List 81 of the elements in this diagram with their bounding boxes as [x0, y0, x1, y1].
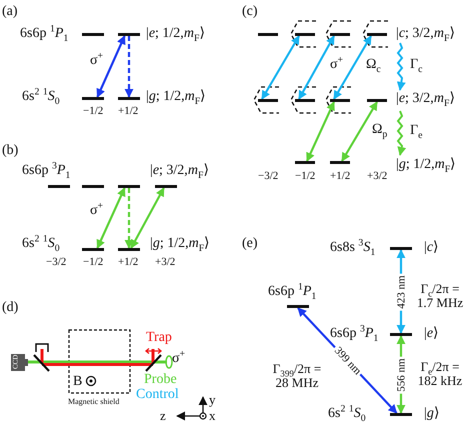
axis-label: z	[160, 409, 166, 424]
arrow	[130, 187, 165, 249]
energy-level-bar	[295, 33, 315, 36]
energy-level-bar	[367, 99, 387, 102]
energy-level-bar	[295, 99, 315, 102]
energy-level-bar	[82, 248, 104, 251]
energy-level-bar	[118, 248, 140, 251]
mf-label: +1/2	[118, 105, 138, 118]
mf-label: −3/2	[258, 170, 278, 182]
panel-label: (b)	[2, 143, 18, 158]
linewidth-label: Γ$_{c}$/2π = 1.7 MHz	[416, 282, 464, 311]
panel-label: (c)	[242, 4, 258, 20]
arrow	[124, 36, 134, 98]
energy-level-bar	[367, 33, 387, 36]
level-label: 6s6p $^{1}$P$_{1}$	[268, 284, 316, 300]
arrow	[306, 101, 335, 162]
arrow	[333, 35, 372, 100]
beam-label: Trap	[146, 330, 172, 346]
level-label: 6s$^{2}$ $^{1}$S$_{0}$	[22, 236, 60, 252]
level-label: 6s$^{2}$ $^{1}$S$_{0}$	[328, 406, 366, 422]
level-label: 6s6p $^{3}$P$_{1}$	[22, 163, 70, 178]
arrow	[341, 101, 378, 162]
beam-label: Probe	[144, 372, 177, 388]
energy-level-bar	[118, 97, 140, 100]
linewidth-label: Γ$_{e}$/2π = 182 kHz	[416, 360, 464, 389]
mf-label: −1/2	[83, 105, 104, 118]
panel-label: (a)	[2, 4, 18, 20]
arrow	[261, 35, 300, 100]
state-label: |e; 3/2,m$_{F}$⟩	[150, 163, 208, 178]
state-label: |e⟩	[424, 326, 438, 342]
arrow	[96, 187, 126, 249]
mf-label: −3/2	[46, 256, 66, 268]
decay-rate-label: Γ$_{e}$	[410, 123, 422, 138]
mf-label: −1/2	[295, 170, 316, 182]
energy-level-bar	[82, 97, 104, 100]
polarization-label: σ$^{+}$	[90, 203, 104, 218]
energy-level-bar	[295, 161, 315, 164]
energy-level-bar	[287, 305, 309, 308]
edge-label: 556 nm	[395, 356, 408, 394]
energy-level-bar	[390, 413, 412, 416]
state-label: |g; 1/2,m$_{F}$⟩	[396, 157, 456, 172]
axis-label: y	[209, 393, 216, 408]
energy-level-bar	[118, 185, 140, 188]
energy-level-bar	[82, 33, 104, 36]
mf-label: +3/2	[367, 170, 388, 182]
polarization-label: σ$^{+}$	[172, 351, 186, 366]
panel-label: (d)	[2, 300, 18, 316]
linewidth-label: Γ$_{399}$/2π = 28 MHz	[272, 362, 322, 391]
mf-label: −1/2	[83, 256, 104, 268]
axis-label: x	[209, 409, 216, 424]
edge-label: 423 nm	[395, 272, 408, 310]
rabi-frequency-label: Ω$_{p}$	[372, 122, 388, 138]
energy-level-bar	[390, 247, 412, 250]
energy-level-bar	[258, 33, 278, 36]
state-label: |c⟩	[424, 240, 438, 256]
level-label: 6s6p $^{3}$P$_{1}$	[330, 326, 378, 342]
mf-label: +1/2	[330, 170, 350, 182]
field-label: B	[73, 374, 82, 390]
shield-label: Magnetic shield	[68, 398, 120, 407]
energy-level-bar	[82, 185, 104, 188]
energy-level-bar	[258, 99, 278, 102]
energy-level-bar	[330, 99, 350, 102]
decay-rate-label: Γ$_{c}$	[410, 57, 422, 72]
energy-level-bar	[390, 333, 412, 336]
beam-label: Control	[136, 387, 179, 402]
mf-label: +1/2	[118, 256, 138, 268]
mf-label: +3/2	[155, 256, 176, 268]
polarization-label: σ$^{+}$	[330, 57, 344, 72]
arrow	[298, 35, 335, 100]
state-label: |g⟩	[424, 406, 439, 422]
rabi-frequency-label: Ω$_{c}$	[366, 57, 381, 72]
arrow	[96, 35, 126, 98]
energy-level-bar	[330, 33, 350, 36]
panel-label: (e)	[242, 236, 258, 252]
energy-level-bar	[155, 185, 177, 188]
polarization-label: σ$^{+}$	[90, 53, 104, 68]
level-label: 6s8s $^{3}$S$_{1}$	[330, 240, 376, 256]
arrow	[124, 188, 134, 249]
energy-level-bar	[48, 185, 70, 188]
energy-level-bar	[330, 161, 350, 164]
energy-level-bar	[118, 33, 140, 36]
